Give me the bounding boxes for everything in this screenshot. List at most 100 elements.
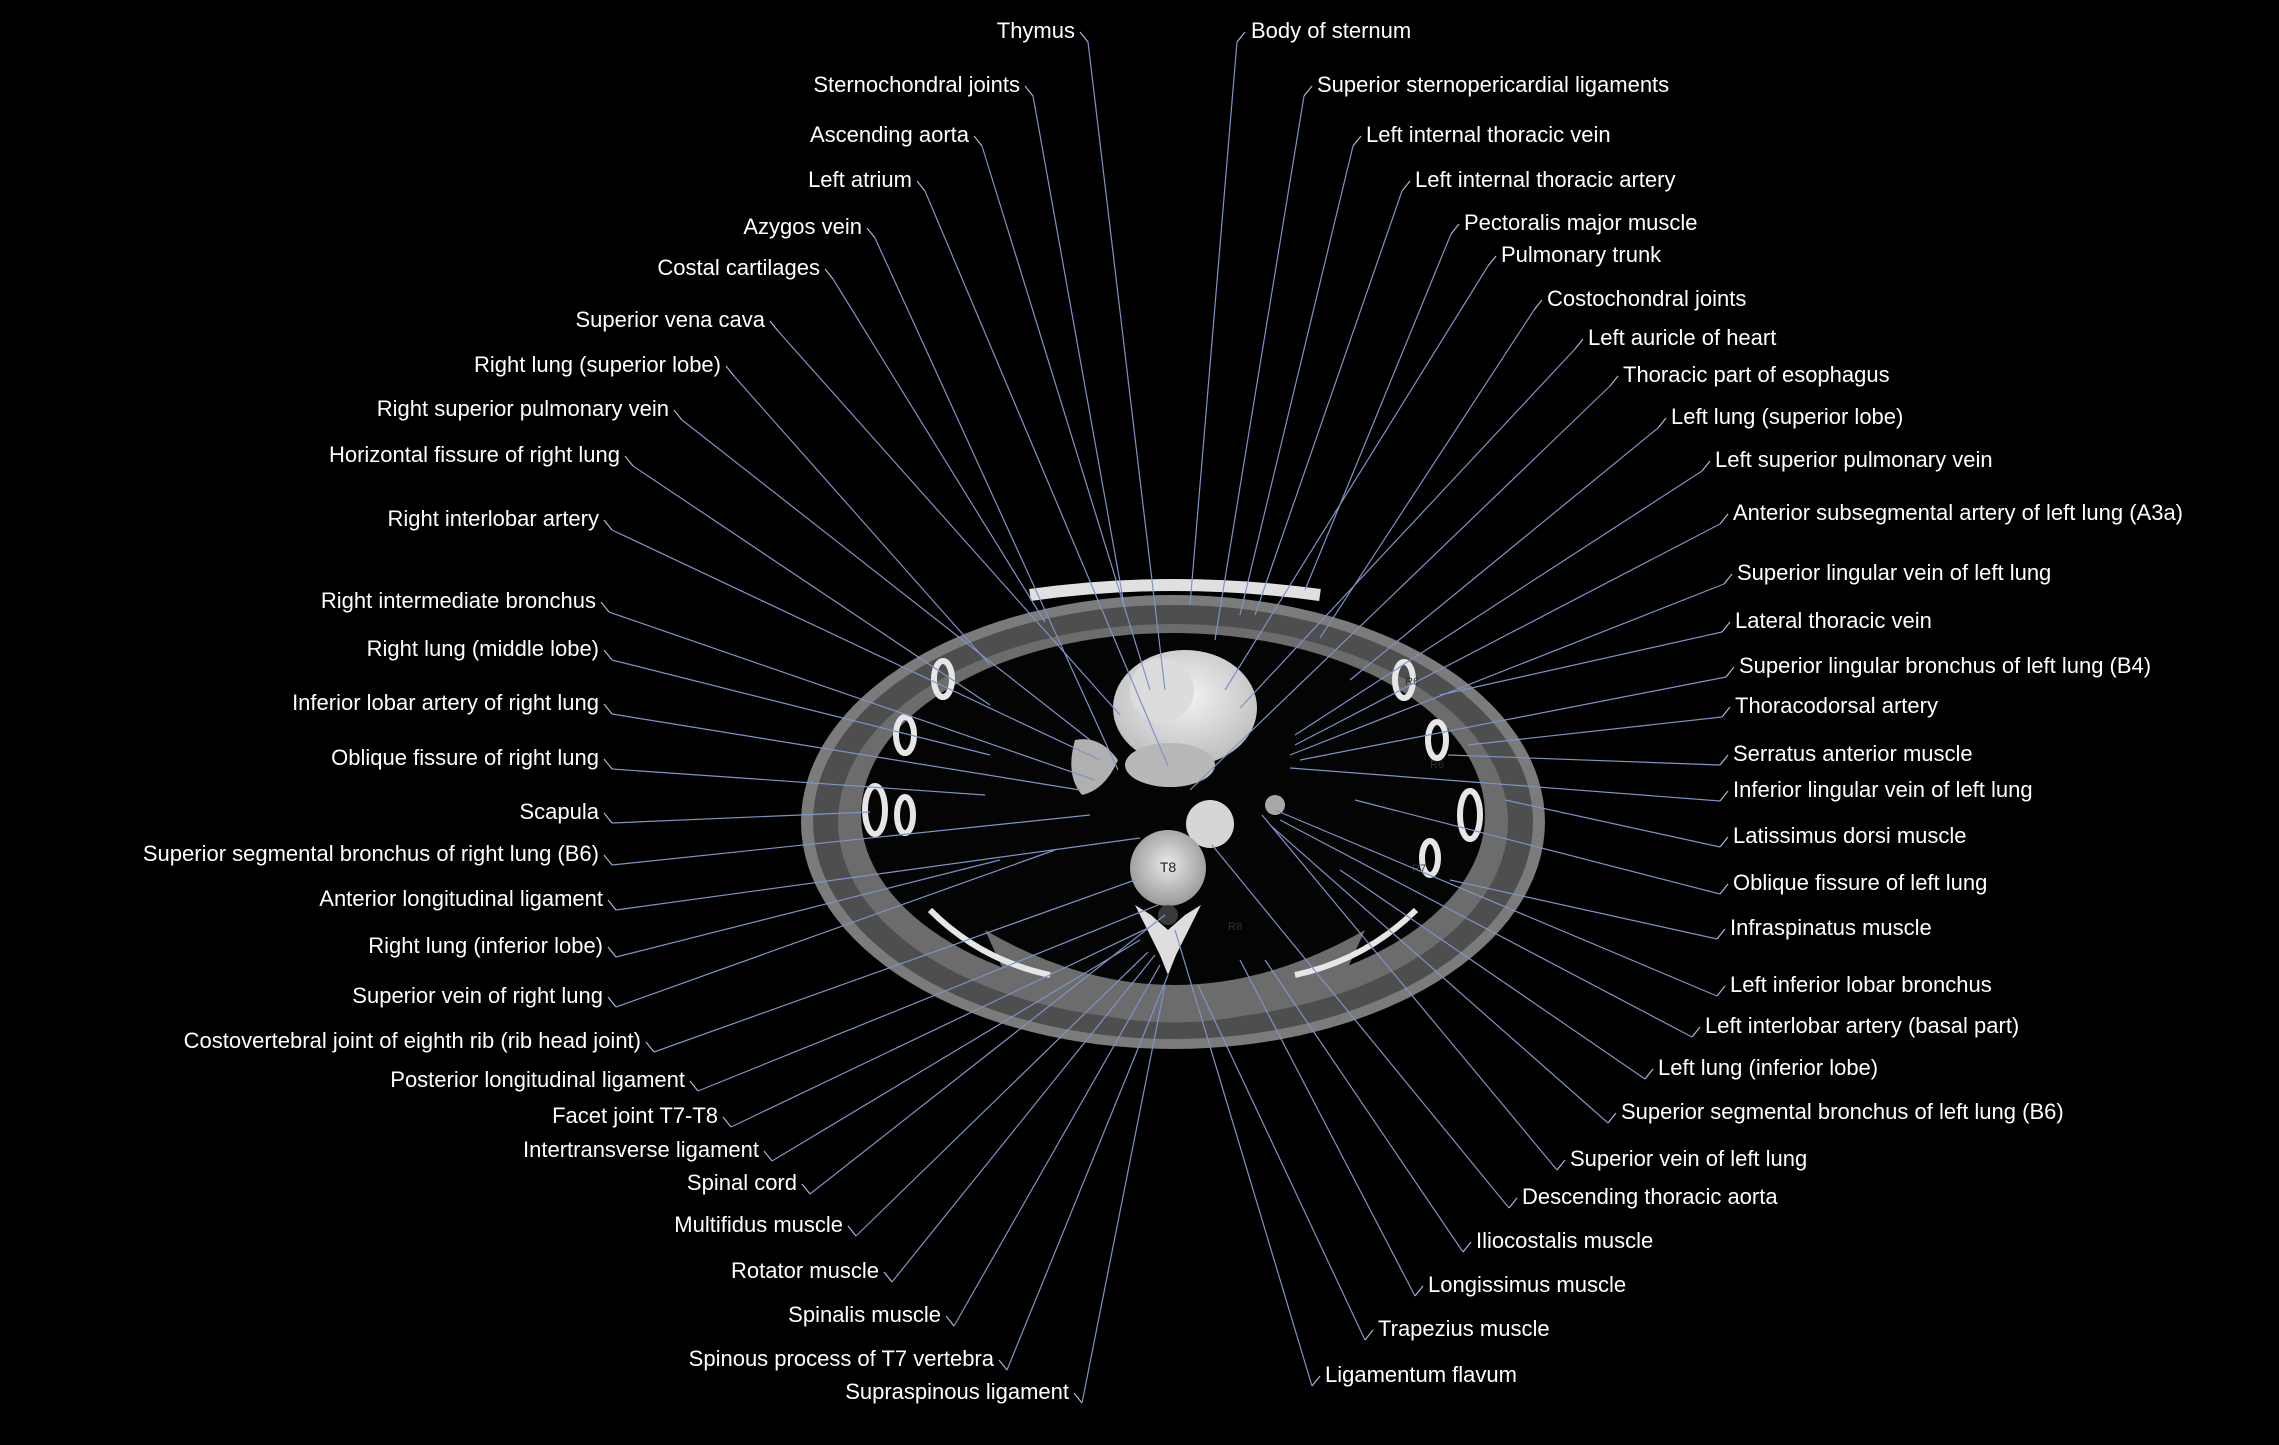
leader-line-superior-vena-cava	[777, 330, 1121, 716]
leader-line-pulmonary-trunk	[1224, 265, 1489, 691]
label-posterior-longitudinal-ligament: Posterior longitudinal ligament	[390, 1067, 685, 1092]
leader-tick-ascending-aorta	[973, 135, 983, 147]
leader-tick-facet-joint-t7-t8	[722, 1116, 732, 1128]
spinal-canal	[1158, 905, 1178, 925]
leader-line-left-lung-superior-lobe	[1349, 427, 1659, 681]
leader-tick-spinalis-muscle	[945, 1315, 955, 1327]
leader-line-body-of-sternum	[1189, 41, 1238, 606]
label-superior-lingular-vein-of-left-lung: Superior lingular vein of left lung	[1737, 560, 2051, 585]
leader-tick-superior-segmental-bronchus-of-left-lung	[1607, 1112, 1617, 1124]
label-multifidus-muscle: Multifidus muscle	[674, 1212, 843, 1237]
label-left-auricle-of-heart: Left auricle of heart	[1588, 325, 1776, 350]
leader-line-left-inferior-lobar-bronchus	[1274, 809, 1718, 997]
leader-tick-left-atrium	[916, 180, 926, 192]
label-thoracic-part-of-esophagus: Thoracic part of esophagus	[1623, 362, 1890, 387]
left-atrium-shape	[1125, 743, 1215, 787]
label-left-lung-superior-lobe: Left lung (superior lobe)	[1671, 404, 1903, 429]
sternum	[1029, 579, 1321, 601]
leader-line-left-interlobar-artery-basal-part	[1279, 819, 1693, 1038]
leader-line-ligamentum-flavum	[1174, 929, 1313, 1387]
leader-line-left-superior-pulmonary-vein	[1294, 470, 1703, 736]
label-superior-segmental-bronchus-of-right-lung: Superior segmental bronchus of right lun…	[143, 841, 599, 866]
leader-line-spinal-cord	[809, 914, 1166, 1195]
leader-tick-iliocostalis-muscle	[1462, 1241, 1472, 1253]
label-serratus-anterior-muscle: Serratus anterior muscle	[1733, 741, 1973, 766]
leader-lines	[600, 31, 1735, 1404]
leader-tick-intertransverse-ligament	[763, 1150, 773, 1162]
leader-line-right-intermediate-bronchus	[608, 611, 1096, 781]
leader-tick-infraspinatus-muscle	[1716, 928, 1726, 940]
vertebral-arch	[1135, 905, 1201, 975]
leader-line-descending-thoracic-aorta	[1211, 844, 1510, 1209]
label-right-superior-pulmonary-vein: Right superior pulmonary vein	[377, 396, 669, 421]
label-superior-lingular-bronchus-of-left-lung: Superior lingular bronchus of left lung …	[1739, 653, 2151, 678]
leader-tick-left-superior-pulmonary-vein	[1701, 460, 1711, 472]
label-ascending-aorta: Ascending aorta	[810, 122, 970, 147]
leader-line-horizontal-fissure-of-right-lung	[632, 465, 991, 706]
label-right-lung-middle-lobe: Right lung (middle lobe)	[367, 636, 599, 661]
leader-tick-scapula	[603, 812, 613, 824]
label-pectoralis-major-muscle: Pectoralis major muscle	[1464, 210, 1698, 235]
leader-line-left-internal-thoracic-artery	[1254, 190, 1403, 616]
label-longissimus-muscle: Longissimus muscle	[1428, 1272, 1626, 1297]
leader-tick-right-lung-superior-lobe	[725, 365, 735, 377]
leader-tick-multifidus-muscle	[847, 1225, 857, 1237]
leader-tick-costochondral-joints	[1533, 299, 1543, 311]
label-inferior-lingular-vein-of-left-lung: Inferior lingular vein of left lung	[1733, 777, 2033, 802]
rib-markers: R6 R6 R7 R8	[1228, 676, 1444, 933]
label-inferior-lobar-artery-of-right-lung: Inferior lobar artery of right lung	[292, 690, 599, 715]
leader-tick-inferior-lingular-vein-of-left-lung	[1719, 790, 1729, 802]
leader-line-right-interlobar-artery	[611, 529, 1101, 761]
leader-tick-spinal-cord	[801, 1183, 811, 1195]
leader-tick-thoracic-part-of-esophagus	[1609, 375, 1619, 387]
label-azygos-vein: Azygos vein	[743, 214, 862, 239]
leader-tick-costovertebral-joint-of-eighth-rib	[645, 1041, 655, 1053]
leader-tick-superior-vein-of-right-lung	[607, 996, 617, 1008]
leader-tick-descending-thoracic-aorta	[1508, 1197, 1518, 1209]
label-right-lung-superior-lobe: Right lung (superior lobe)	[474, 352, 721, 377]
leader-tick-right-intermediate-bronchus	[600, 601, 610, 613]
label-ligamentum-flavum: Ligamentum flavum	[1325, 1362, 1517, 1387]
leader-line-scapula	[611, 811, 871, 824]
leader-line-right-lung-superior-lobe	[733, 375, 991, 666]
leader-line-serratus-anterior-muscle	[1447, 754, 1721, 766]
leader-tick-sternochondral-joints	[1024, 85, 1034, 97]
leader-tick-oblique-fissure-of-left-lung	[1719, 883, 1729, 895]
leader-line-ascending-aorta	[981, 145, 1151, 691]
label-anterior-subsegmental-artery-of-left-lung: Anterior subsegmental artery of left lun…	[1733, 500, 2183, 525]
leader-line-pectoralis-major-muscle	[1304, 233, 1452, 591]
leader-tick-superior-lingular-vein-of-left-lung	[1723, 573, 1733, 585]
leader-tick-left-internal-thoracic-artery	[1401, 180, 1411, 192]
leader-tick-right-lung-middle-lobe	[603, 649, 613, 661]
rib-marker: R6	[1430, 759, 1444, 771]
leader-tick-ligamentum-flavum	[1311, 1375, 1321, 1387]
label-pulmonary-trunk: Pulmonary trunk	[1501, 242, 1662, 267]
label-left-superior-pulmonary-vein: Left superior pulmonary vein	[1715, 447, 1993, 472]
label-superior-vein-of-right-lung: Superior vein of right lung	[352, 983, 603, 1008]
label-body-of-sternum: Body of sternum	[1251, 18, 1411, 43]
vertebral-body	[1130, 830, 1206, 906]
leader-tick-superior-vena-cava	[769, 320, 779, 332]
leader-line-multifidus-muscle	[855, 951, 1149, 1237]
leader-line-superior-lingular-vein-of-left-lung	[1289, 583, 1725, 756]
leader-line-right-superior-pulmonary-vein	[681, 419, 1091, 741]
leader-line-rotator-muscle	[891, 954, 1156, 1283]
leader-line-inferior-lingular-vein-of-left-lung	[1289, 767, 1721, 802]
label-right-intermediate-bronchus: Right intermediate bronchus	[321, 588, 596, 613]
leader-tick-azygos-vein	[866, 227, 876, 239]
leader-line-facet-joint-t7-t8	[730, 927, 1149, 1128]
leader-line-oblique-fissure-of-left-lung	[1354, 799, 1721, 895]
leader-line-left-auricle-of-heart	[1239, 348, 1576, 709]
leader-tick-superior-vein-of-left-lung	[1556, 1159, 1566, 1171]
leader-tick-trapezius-muscle	[1364, 1329, 1374, 1341]
label-left-interlobar-artery-basal-part: Left interlobar artery (basal part)	[1705, 1013, 2019, 1038]
label-iliocostalis-muscle: Iliocostalis muscle	[1476, 1228, 1653, 1253]
leader-tick-anterior-longitudinal-ligament	[607, 899, 617, 911]
label-spinal-cord: Spinal cord	[687, 1170, 797, 1195]
left-hilar-vessel	[1265, 795, 1285, 815]
leader-line-costal-cartilages	[832, 278, 1046, 623]
vertebra-label: T8	[1160, 859, 1177, 875]
leader-line-spinous-process-of-t7-vertebra	[1006, 974, 1169, 1371]
